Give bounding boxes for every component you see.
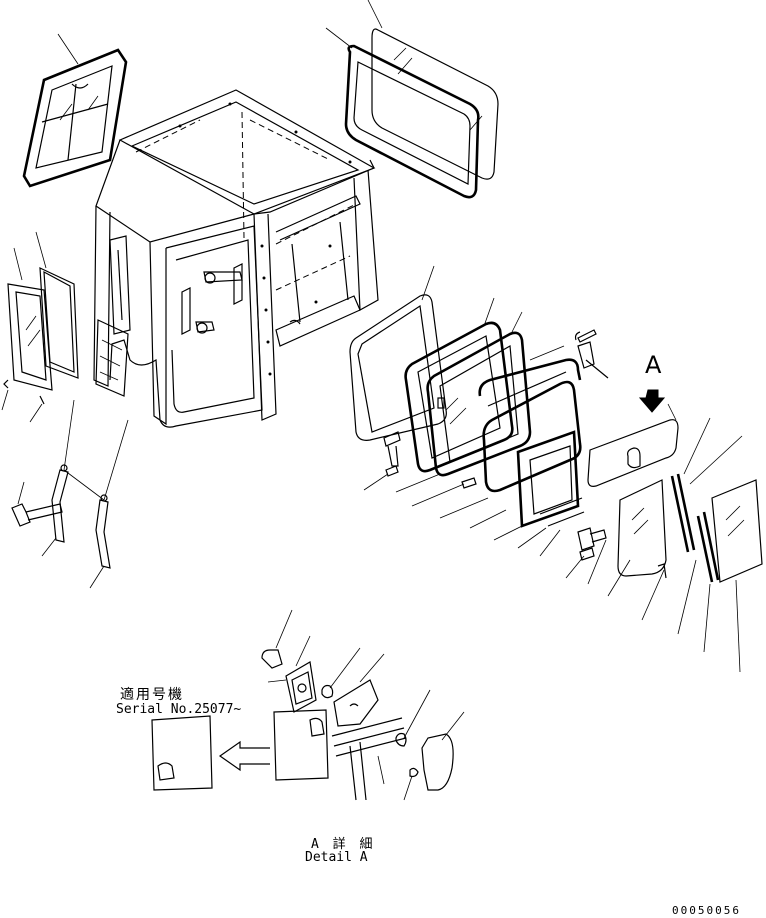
serial-label-jp: 適用号機 <box>120 687 184 703</box>
leader-line <box>367 0 383 29</box>
lock-bolt <box>565 527 607 585</box>
leader-line <box>325 27 353 49</box>
leader-line <box>667 403 677 421</box>
leader-line <box>511 311 523 333</box>
door-glass-inner <box>426 331 532 477</box>
detail-callout-letter: A <box>645 351 662 379</box>
right-leader-lines <box>607 417 743 673</box>
drawing-number: 00050056 <box>672 904 741 917</box>
leader-line <box>483 297 495 327</box>
window-screw-left <box>363 431 401 491</box>
detail-title-en: Detail A <box>305 850 368 865</box>
rear-window-seal <box>344 44 480 199</box>
side-window-left <box>7 267 79 391</box>
detail-arrow <box>638 389 666 413</box>
window-leader-lines <box>395 473 585 557</box>
glass-run-channel <box>670 473 720 583</box>
rear-window-glass <box>371 28 499 180</box>
hinge-bolt <box>11 481 63 527</box>
cab-frame <box>93 89 379 428</box>
detail-a-view <box>151 609 465 801</box>
door-window-seal-outer <box>349 294 447 441</box>
sliding-glass-channel <box>516 430 583 528</box>
fixed-glass-right <box>711 479 763 583</box>
sliding-glass-right <box>617 479 667 579</box>
leader-line <box>57 33 79 65</box>
roof-window-left <box>22 48 128 188</box>
leader-line <box>89 565 105 589</box>
leader-line <box>35 231 47 269</box>
leader-line <box>529 345 565 361</box>
serial-label-en: Serial No.25077~ <box>116 702 242 717</box>
leader-line <box>13 247 23 281</box>
door-glass-frame <box>404 321 514 473</box>
leader-line <box>421 265 435 301</box>
window-latch-pins <box>1 379 45 423</box>
detail-title-jp: A 詳 細 <box>311 837 376 852</box>
hinge-rods <box>51 399 129 569</box>
leader-line <box>41 537 57 557</box>
sliding-window-seal <box>478 358 582 493</box>
latch-cover-plate <box>587 419 679 487</box>
window-bolts-top <box>574 329 609 379</box>
